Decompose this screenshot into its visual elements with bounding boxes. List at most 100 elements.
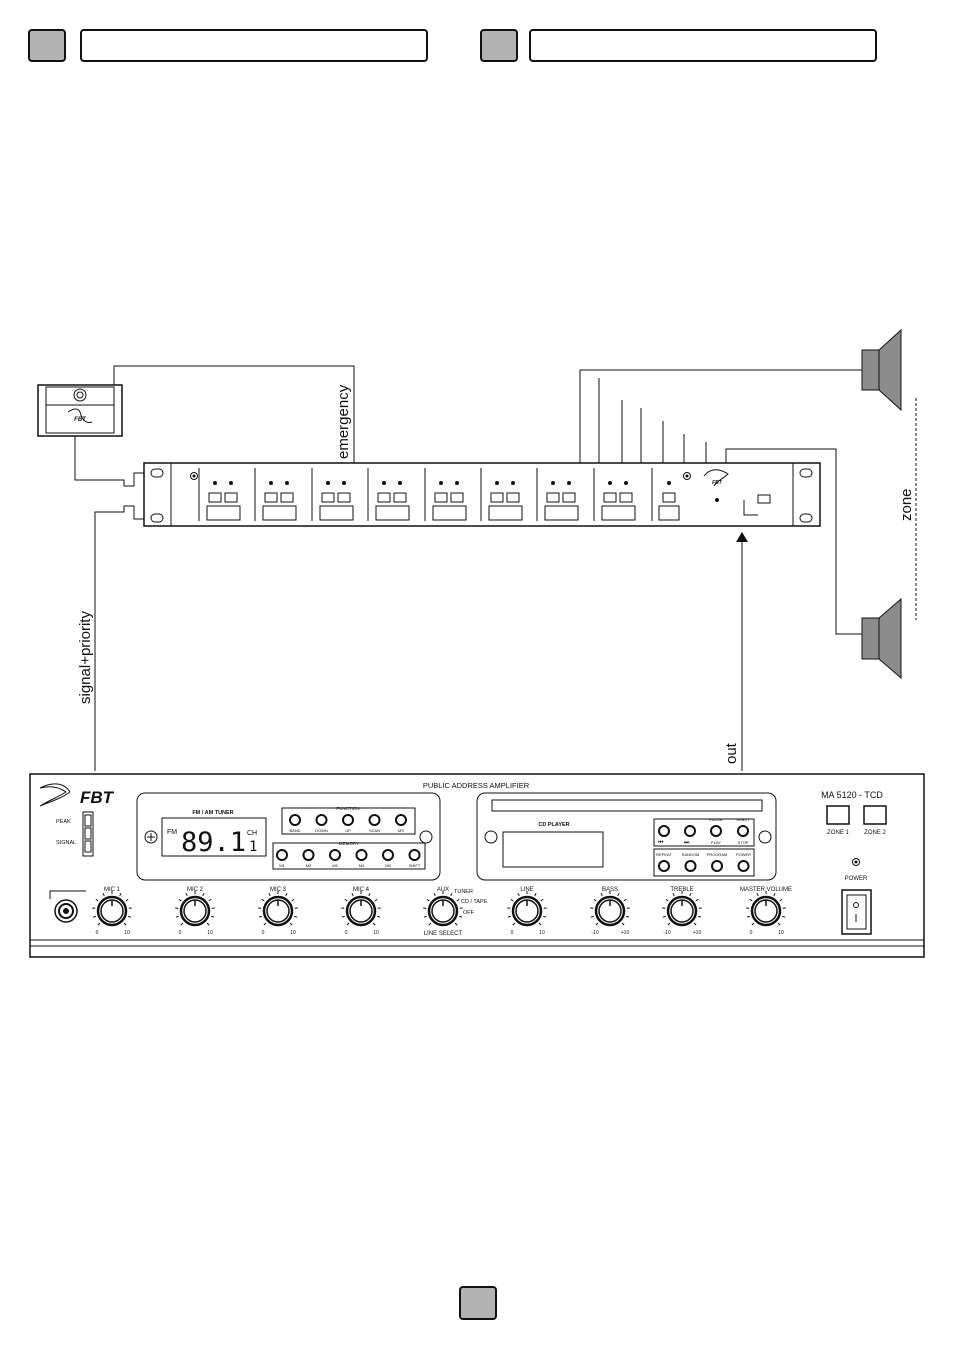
tuner-scan-button[interactable]: SCAN: [368, 814, 381, 833]
cd-mode-label: POWER: [736, 852, 751, 857]
tuner-channel: 1: [249, 839, 257, 855]
knob-label: MIC 3: [270, 887, 287, 893]
line-select-cd-tape: CD / TAPE: [461, 899, 488, 905]
emergency-label: emergency: [335, 384, 352, 459]
zone-module-8[interactable]: [593, 468, 636, 521]
page-number-box: [459, 1286, 497, 1320]
zone-module-2[interactable]: [254, 468, 297, 521]
knob-max: 10: [290, 930, 296, 936]
cd-transport-label: STOP: [738, 840, 749, 845]
signal-priority-label: signal+priority: [77, 611, 94, 704]
knob-label: MIC 2: [187, 887, 204, 893]
tuner-memory-m1-button[interactable]: M1: [276, 849, 288, 868]
tuner-memory-m4-button[interactable]: M4: [355, 849, 368, 868]
tuner-function-label: UP: [345, 828, 351, 833]
knob-max: 10: [207, 930, 213, 936]
knob-min: -10: [663, 930, 670, 936]
knob-label: MIC 1: [104, 887, 121, 893]
tuner-memory-m3-button[interactable]: M3: [329, 849, 341, 868]
tuner-memory-shift-button[interactable]: SHIFT: [408, 849, 421, 868]
knob-label: BASS: [602, 887, 618, 893]
signal-priority-wire: [94, 505, 144, 771]
zone-module-1[interactable]: [198, 468, 241, 521]
cd-transport-button-2[interactable]: [684, 825, 696, 837]
knob-max: 10: [373, 930, 379, 936]
tuner-memory-m2-button[interactable]: M2: [302, 849, 315, 868]
cd-program-button[interactable]: PROGRAM: [707, 852, 728, 872]
cd-transport-button-4[interactable]: [737, 825, 749, 837]
knob-aux[interactable]: AUX: [423, 887, 463, 927]
zone-wire-2: [725, 448, 862, 635]
tuner-function-label: SCAN: [369, 828, 380, 833]
zone-label: zone: [898, 488, 915, 521]
zone-selector-rack: FBT: [143, 462, 821, 527]
cd-transport-button-3[interactable]: [710, 825, 722, 837]
zone-1-button[interactable]: [826, 805, 850, 825]
knob-min: 0: [511, 930, 514, 936]
fbt-logo-rack-icon: [703, 469, 729, 487]
emergency-wire: [113, 365, 355, 468]
knob-label: MIC 4: [353, 887, 370, 893]
zone-module-5[interactable]: [424, 468, 467, 521]
tuner-band: FM: [167, 829, 177, 836]
zone-2-button[interactable]: [863, 805, 887, 825]
speaker-bottom: [861, 597, 902, 680]
zone-module-7[interactable]: [536, 468, 579, 521]
knob-min: 0: [750, 930, 753, 936]
cd-slot: [491, 799, 763, 812]
fbt-logo-small-icon: [67, 408, 93, 423]
tuner-memory-label: M2: [306, 863, 312, 868]
cd-repeat-button[interactable]: REPEAT: [656, 852, 672, 872]
emergency-unit-link-wire: [74, 435, 144, 487]
zone-1-label: ZONE 1: [827, 830, 849, 836]
knob-min: 0: [96, 930, 99, 936]
cd-transport-button-1[interactable]: [658, 825, 670, 837]
tuner-ms-button[interactable]: MS: [395, 814, 407, 833]
knob-max: +10: [693, 930, 702, 936]
tuner-memory-label: SHIFT: [409, 863, 421, 868]
cd-transport-label: PAUSE: [709, 817, 723, 822]
tuner-function-label: BAND: [289, 828, 300, 833]
tuner-band-button[interactable]: BAND: [289, 814, 301, 833]
tuner-memory-m5-button[interactable]: M5: [382, 849, 394, 868]
knob-max: +10: [621, 930, 630, 936]
memory-label: MEMORY: [339, 841, 359, 846]
zone-module-6[interactable]: [480, 468, 523, 521]
cd-display: [502, 831, 604, 868]
tuner-ch-label: CH: [247, 830, 257, 837]
knob-min: 0: [179, 930, 182, 936]
zone-module-3[interactable]: [311, 468, 354, 521]
cd-random-button[interactable]: RANDOM: [682, 852, 700, 872]
previous-track-icon: ⏮: [658, 840, 664, 846]
cd-power-button[interactable]: POWER: [736, 852, 751, 872]
tuner-memory-label: M1: [279, 863, 285, 868]
knob-mic-2[interactable]: MIC 2 0 10: [175, 887, 215, 936]
zone-module-general[interactable]: [651, 468, 680, 521]
tuner-memory-label: M5: [385, 863, 391, 868]
knob-treble[interactable]: TREBLE-10+10: [662, 887, 702, 936]
cd-mode-label: RANDOM: [682, 852, 700, 857]
emergency-button-unit[interactable]: FBT: [37, 384, 123, 437]
cd-mode-label: REPEAT: [656, 852, 672, 857]
section-title-right: [529, 29, 877, 62]
knob-mic-4[interactable]: MIC 4 0 10: [341, 887, 381, 936]
tuner-up-button[interactable]: UP: [342, 814, 354, 833]
section-title-left: [80, 29, 428, 62]
peak-label: PEAK: [56, 819, 71, 825]
amp-model: MA 5120 - TCD: [821, 790, 883, 800]
svg-text:FBT: FBT: [712, 480, 723, 486]
signal-label: SIGNAL: [56, 840, 76, 846]
knob-max: 10: [539, 930, 545, 936]
tuner-down-button[interactable]: DOWN: [315, 814, 328, 833]
tuner-display: [161, 817, 267, 857]
zone-module-4[interactable]: [367, 468, 410, 521]
amp-brand: FBT: [80, 788, 115, 807]
knob-bass[interactable]: BASS -10 +10: [590, 887, 630, 936]
knob-min: -10: [591, 930, 598, 936]
knob-min: 0: [345, 930, 348, 936]
